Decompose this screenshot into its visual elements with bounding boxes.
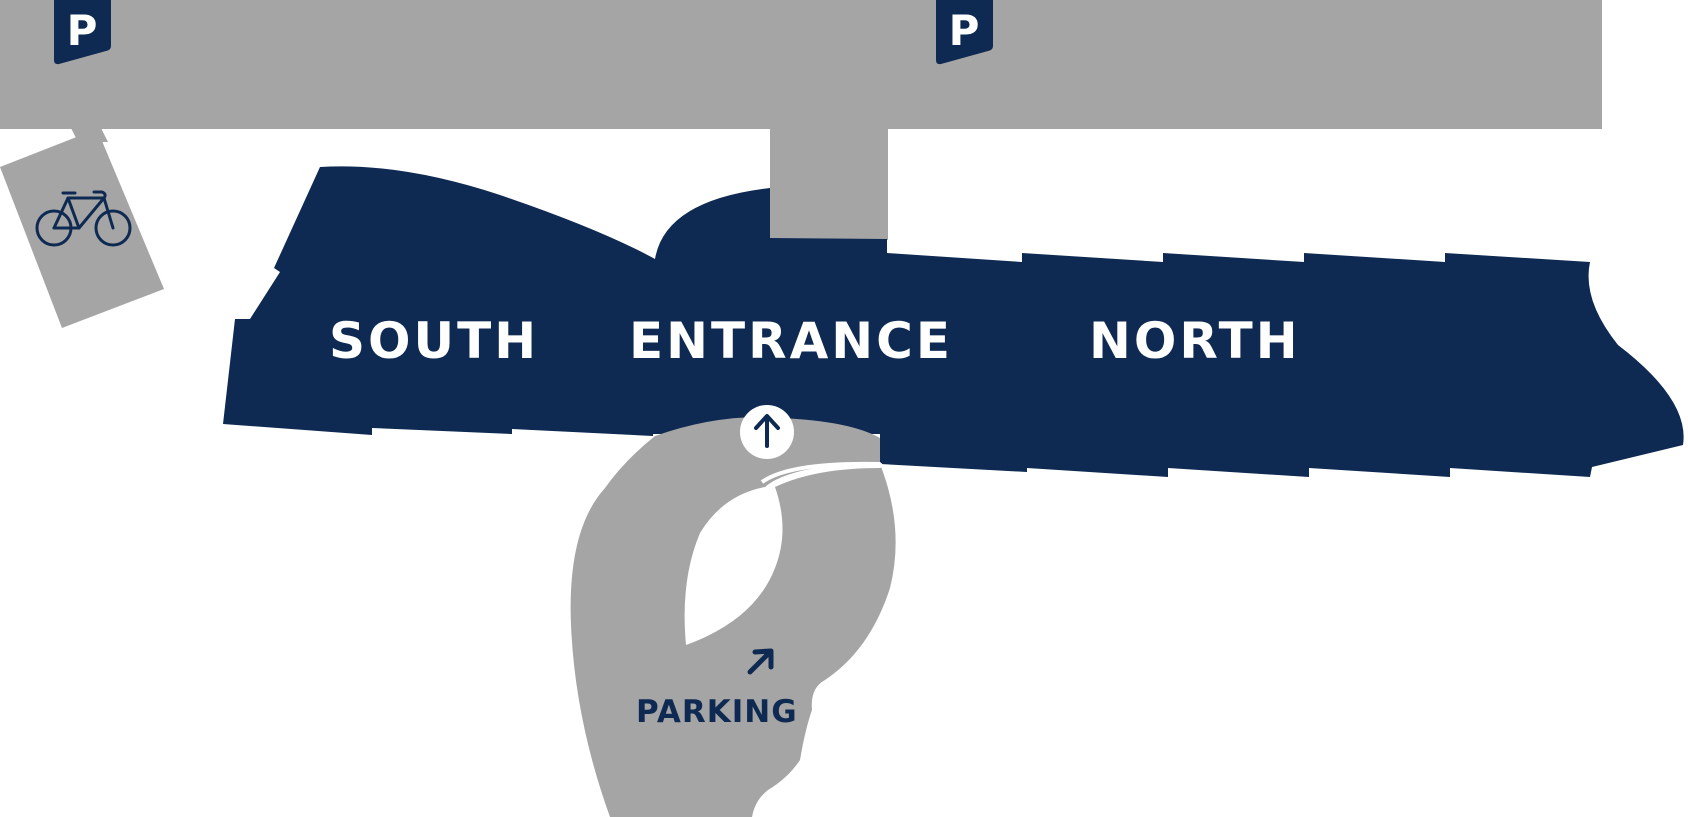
bike-parking-area <box>0 129 164 328</box>
arrow-up-right-icon <box>747 648 774 675</box>
parking-island <box>684 462 883 645</box>
entrance-connector-road <box>770 126 888 240</box>
parking-label: PARKING <box>636 694 798 730</box>
parking-sign-icon <box>936 0 993 65</box>
parking-sign-letter: P <box>67 6 98 55</box>
parking-sign-letter: P <box>949 6 980 55</box>
zone-label-entrance: ENTRANCE <box>629 312 953 370</box>
zone-label-south: SOUTH <box>329 312 539 370</box>
parking-sign-icon <box>54 0 111 65</box>
entrance-marker[interactable] <box>740 405 794 459</box>
ramp-edge-line <box>760 461 881 484</box>
main-building <box>223 166 1684 477</box>
arrow-up-icon <box>754 414 780 448</box>
top-road <box>0 0 1602 129</box>
zone-label-north: NORTH <box>1089 312 1301 370</box>
parking-sign-2[interactable]: P <box>936 0 993 65</box>
parking-sign-1[interactable]: P <box>54 0 111 65</box>
bicycle-icon <box>35 190 132 247</box>
